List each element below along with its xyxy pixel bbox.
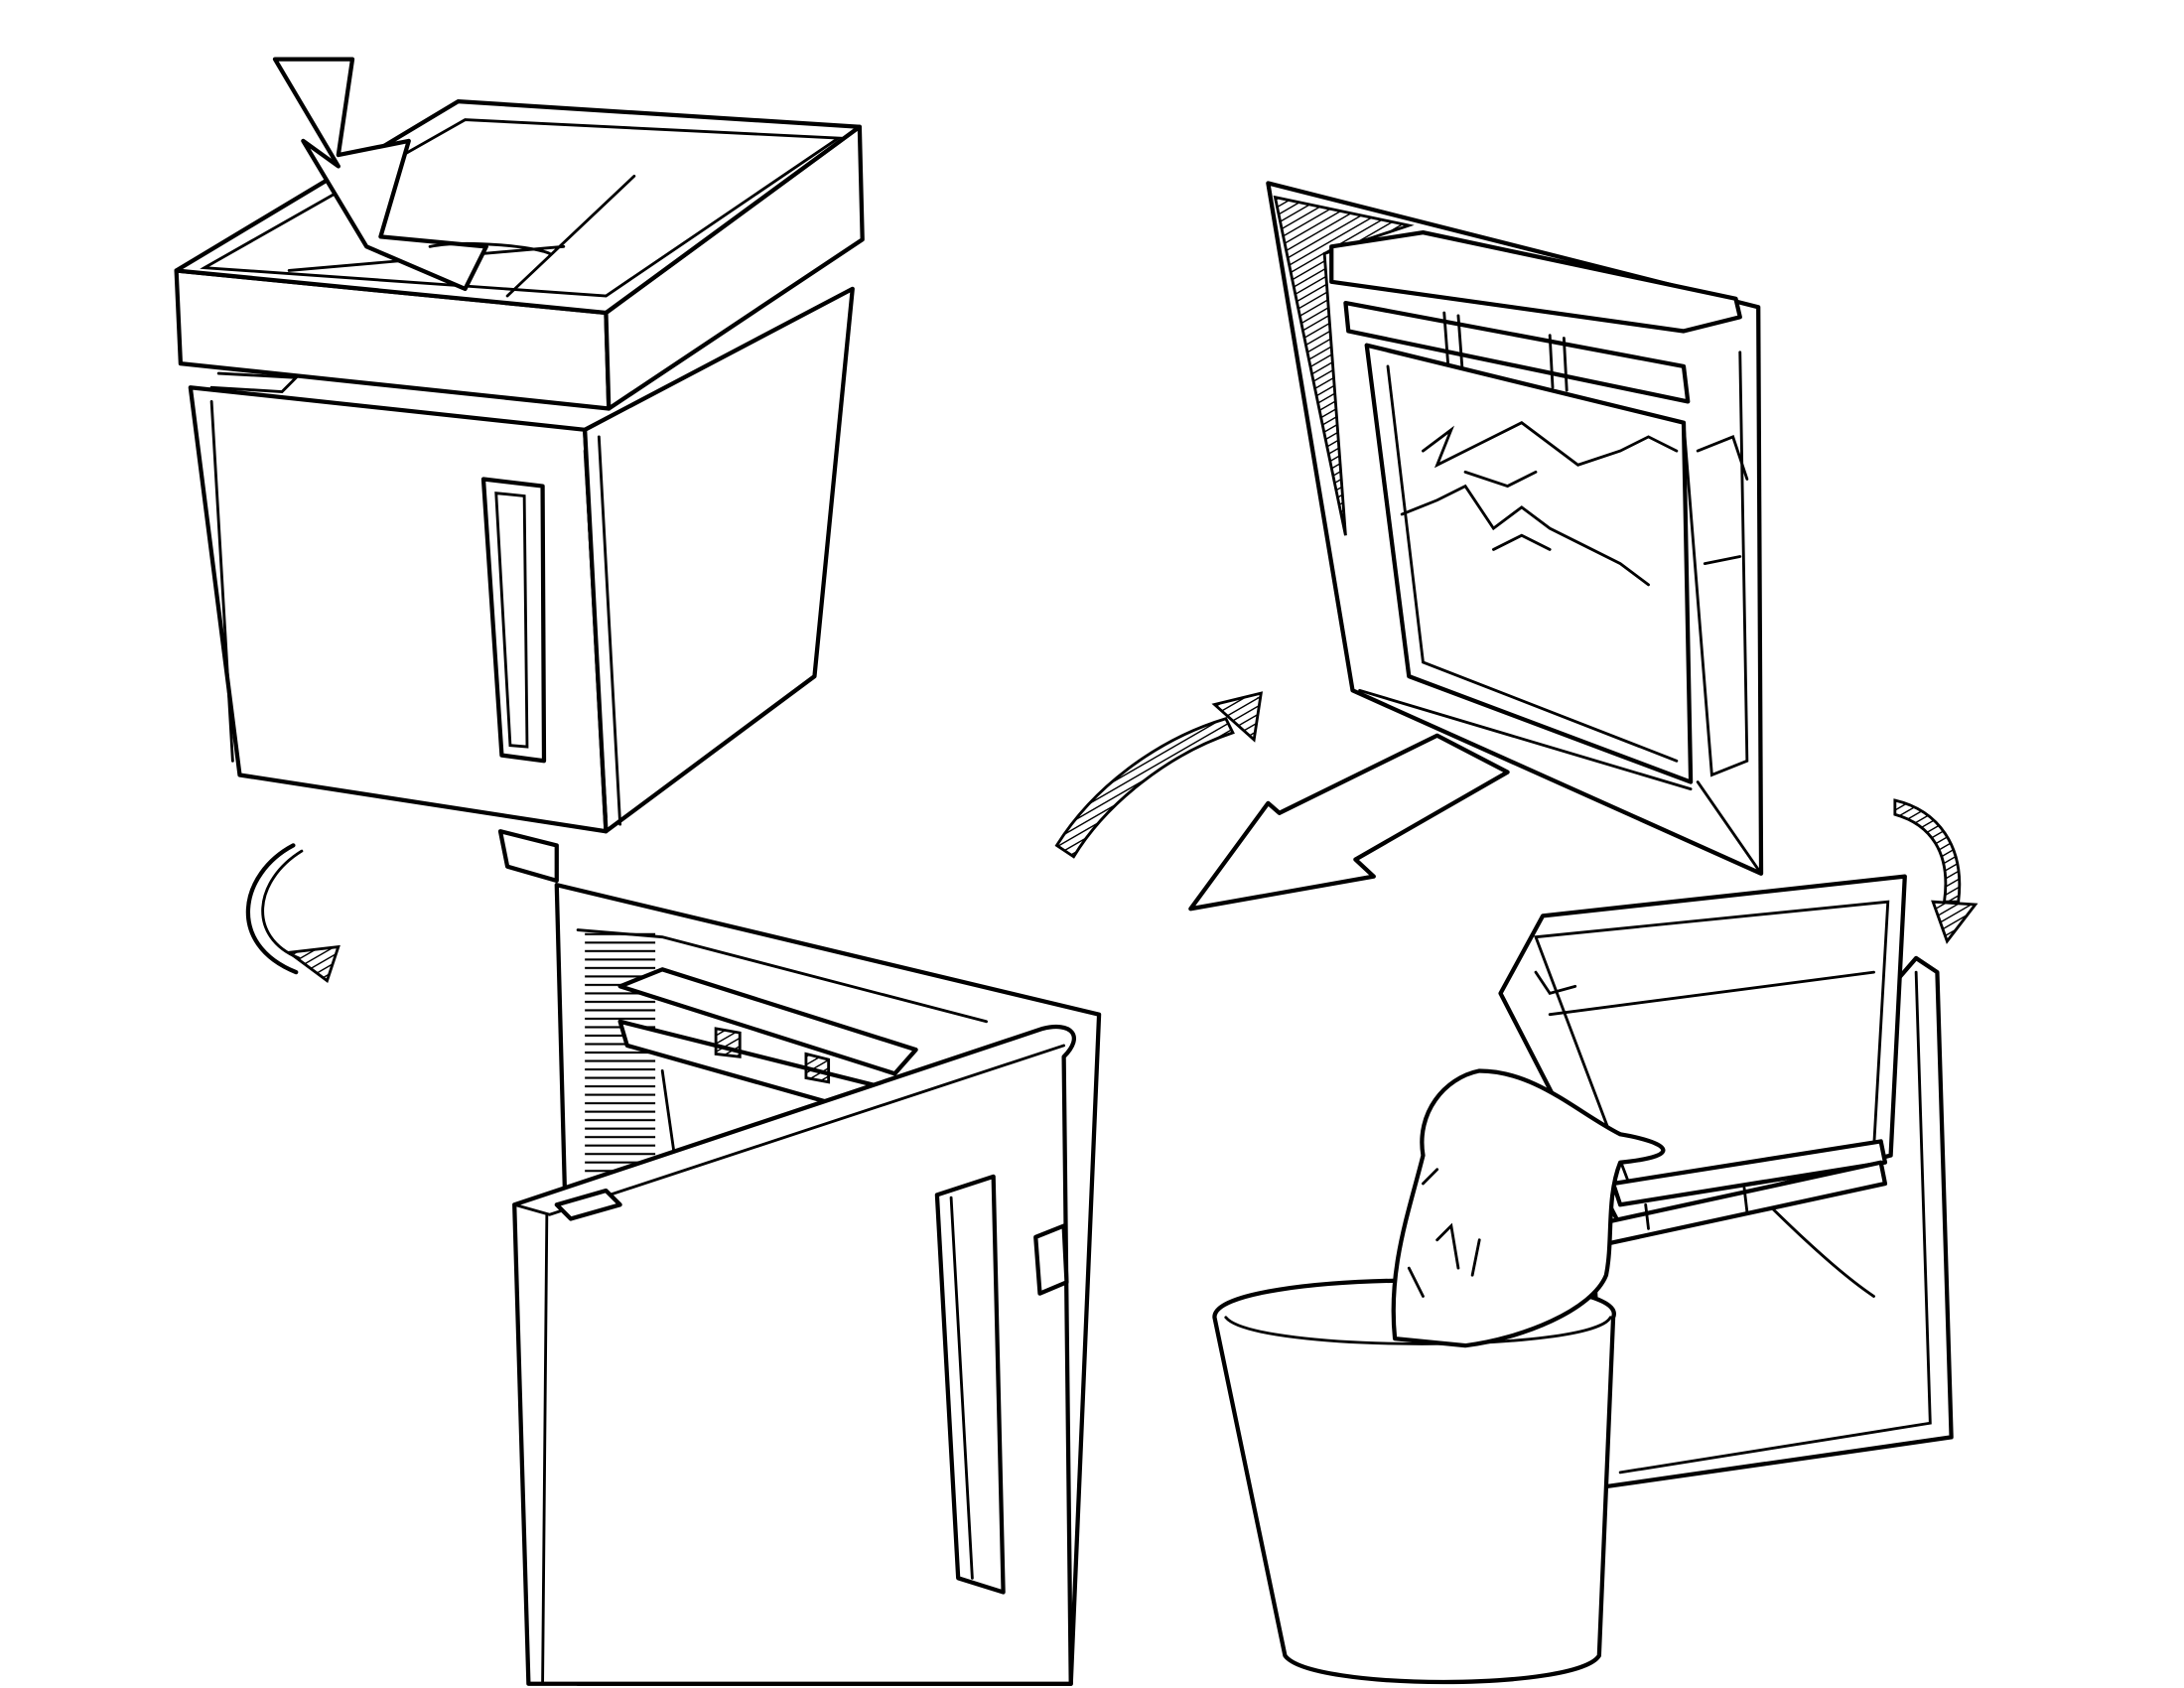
bin-pulled-out (1266, 181, 1764, 876)
rotate-arrow-middle (1054, 691, 1264, 859)
rotate-arrow-right (1893, 798, 1979, 944)
shredder-closed (174, 57, 865, 884)
pull-out-arrow (1188, 733, 1510, 912)
wastebasket (1212, 1278, 1616, 1685)
insert-arrow (272, 57, 488, 292)
cabinet-door (512, 1025, 1076, 1686)
paper-shreds (1391, 1068, 1666, 1348)
shredder-open (512, 883, 1102, 1686)
rotate-arrow-left (245, 843, 341, 983)
bin-emptying (1212, 874, 1954, 1685)
